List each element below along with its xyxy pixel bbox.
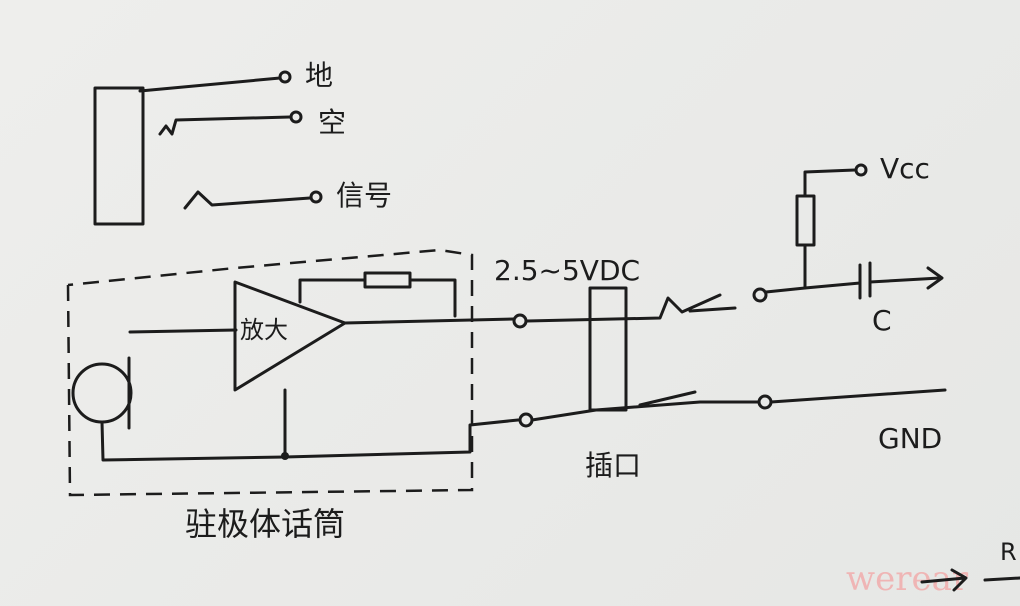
amplifier-label: 放大 (240, 316, 288, 344)
feedback-wire (298, 278, 457, 318)
signal-label: 信号 (336, 179, 392, 212)
signal-jack-terminal (752, 287, 768, 303)
jack-pinout: 地 空 信号 (93, 59, 392, 226)
microphone-boundary (66, 248, 474, 497)
mic-capsule-icon (71, 362, 133, 424)
ground-label: 地 (305, 59, 333, 92)
bias-wire (803, 168, 857, 290)
jack-sleeve (93, 86, 145, 226)
output-arrow-icon (926, 266, 944, 290)
empty-wire (158, 115, 292, 136)
capacitor-plates (858, 261, 872, 300)
signal-contact (525, 293, 737, 323)
gnd-label: GND (878, 422, 942, 455)
ground-terminal-mic (518, 412, 534, 428)
vcc-label: Vcc (880, 152, 930, 185)
output-terminal (512, 313, 528, 329)
amp-input-wire (128, 328, 238, 334)
capacitor-label: C (872, 304, 892, 337)
microphone-label: 驻极体话筒 (185, 505, 345, 543)
junction-dot (281, 452, 289, 460)
empty-terminal (289, 110, 303, 124)
ground-jack-terminal (757, 394, 773, 410)
jack-plug (588, 286, 628, 412)
empty-label: 空 (318, 106, 346, 139)
partial-wire (983, 576, 1020, 582)
ground-spring (638, 390, 697, 407)
mic-ground-wire (100, 418, 520, 462)
signal-rail (764, 276, 942, 294)
signal-terminal (309, 190, 323, 204)
ground-wire (138, 76, 282, 93)
r-label: R (1000, 538, 1017, 566)
amplifier-triangle (233, 280, 347, 392)
signal-wire (183, 190, 312, 210)
output-wire (343, 317, 516, 325)
jack-label: 插口 (585, 449, 641, 482)
voltage-label: 2.5~5VDC (494, 254, 640, 287)
gnd-rail (769, 388, 947, 404)
arrow-icon (920, 568, 968, 592)
ground-contact (530, 400, 760, 422)
vcc-terminal (854, 163, 868, 177)
ground-terminal (278, 70, 292, 84)
feedback-resistor (363, 271, 412, 289)
bias-resistor (795, 194, 816, 247)
